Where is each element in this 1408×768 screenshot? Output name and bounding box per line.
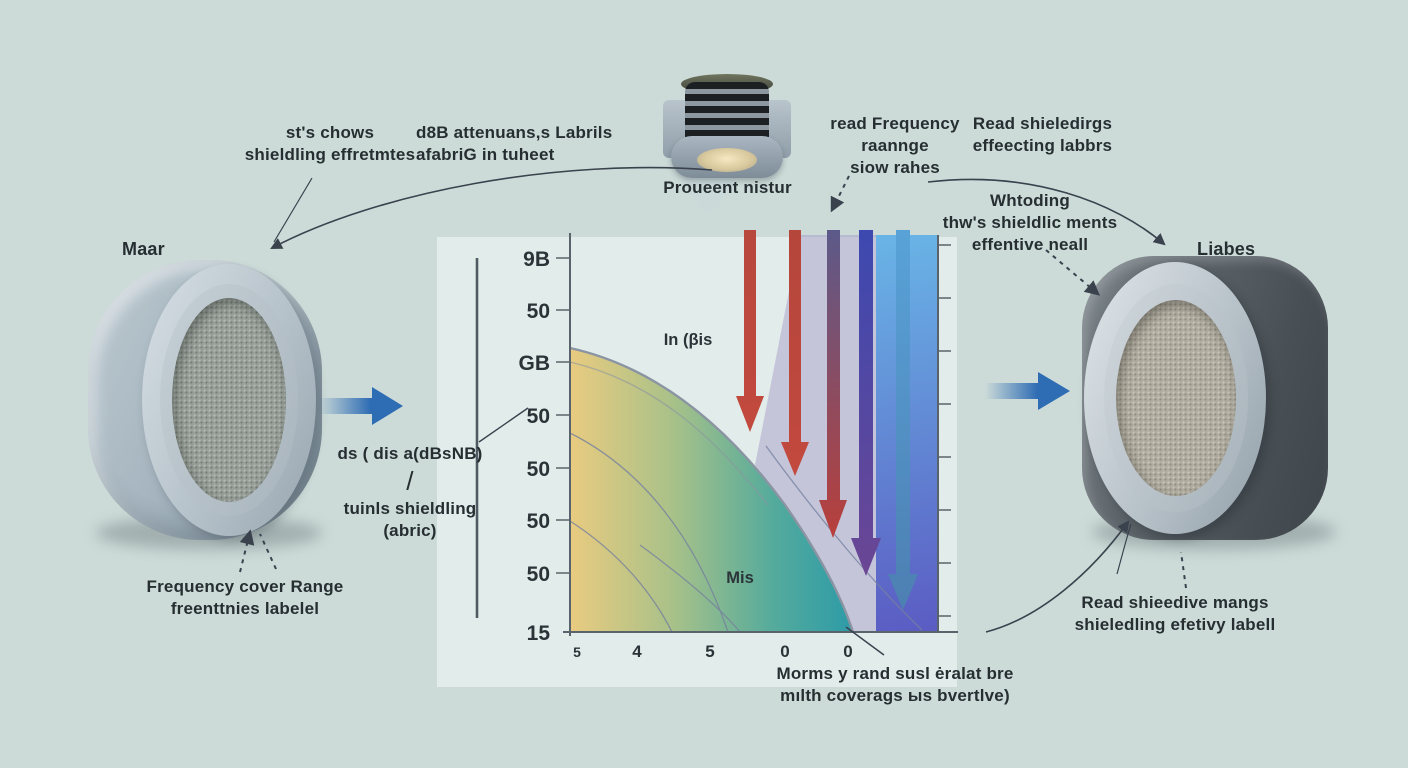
emitter-vent-drum (685, 82, 769, 146)
annotation-line: Frequency cover Range (146, 577, 344, 596)
annotation-mid-right: Whtoding thw's shieldlic ments effentive… (925, 190, 1135, 255)
left-device-fabric (172, 298, 286, 502)
emitter-knob (663, 74, 791, 190)
annotation-line: freenttnies labelel (170, 598, 320, 618)
annotation-line: afabriG in tuheet (416, 144, 555, 164)
annotation-bottom-center: Morms y rand susl ėralat bre mılth cover… (745, 663, 1045, 707)
annotation-line: Proueent nistur (663, 178, 792, 197)
right-device-fabric (1116, 300, 1236, 496)
dashed-arrow-frequency (830, 175, 850, 213)
annotation-line: Read shieledirgs (972, 114, 1113, 133)
annotation-line: read Frequency (830, 114, 960, 133)
annotation-line: Read shieedive mangs (1081, 593, 1269, 612)
right-speaker-device (1082, 256, 1328, 540)
annotation-line: Maar (122, 239, 165, 259)
annotation-line: d8B attenuans,s Labrils (416, 123, 613, 142)
annotation-top-right-1: read Frequency raannge siow rahes (815, 113, 975, 178)
annotation-line: shieledling efetivy labell (1074, 614, 1276, 634)
annotation-line: Liabes (1197, 239, 1256, 259)
annotation-slash: / (406, 465, 414, 496)
emitter-caption: Proueent nistur (640, 177, 815, 199)
annotation-line: effentive neall (971, 234, 1089, 254)
annotation-line: mılth coverags ыs bvertlve) (780, 685, 1010, 705)
annotation-line: Whtoding (990, 191, 1070, 210)
annotation-line: siow rahes (850, 157, 940, 177)
annotation-line: tuinls shieldling (343, 499, 477, 519)
annotation-line: ds ( dis a(dBsNB) (337, 444, 483, 463)
emitter-lens (697, 148, 757, 172)
annotation-bottom-left: Frequency cover Range freenttnies labele… (115, 576, 375, 620)
annotation-top-left-2: d8B attenuans,s Labrils afabriG in tuhee… (416, 122, 612, 166)
annotation-line: shieldling effretmtes (244, 144, 416, 164)
annotation-top-left-1: st's chows shieldling effretmtes (200, 122, 460, 166)
annotation-top-right-2: Read shieledirgs effeecting labbrs (945, 113, 1140, 157)
flow-arrow-left-icon (318, 387, 403, 425)
annotation-line: thw's shieldlic ments (942, 212, 1118, 232)
annotation-line: raannge (861, 135, 929, 155)
left-speaker-device (88, 260, 322, 540)
annotation-line: (abric) (383, 520, 437, 540)
annotation-line: effeecting labbrs (972, 135, 1113, 155)
chart-panel (437, 237, 957, 687)
annotation-bottom-right: Read shieedive mangs shieledling efetivy… (1030, 592, 1320, 636)
right-device-label: Liabes (1197, 238, 1255, 261)
annotation-line: st's chows (285, 123, 375, 142)
leader-line-left (273, 177, 313, 243)
flow-arrow-right-icon (985, 372, 1070, 410)
annotation-left-mid: ds ( dis a(dBsNB) / tuinls shieldling (a… (335, 443, 485, 542)
annotation-line: Morms y rand susl ėralat bre (776, 664, 1014, 683)
left-device-label: Maar (122, 238, 165, 261)
dashed-leader-right (1180, 551, 1187, 589)
